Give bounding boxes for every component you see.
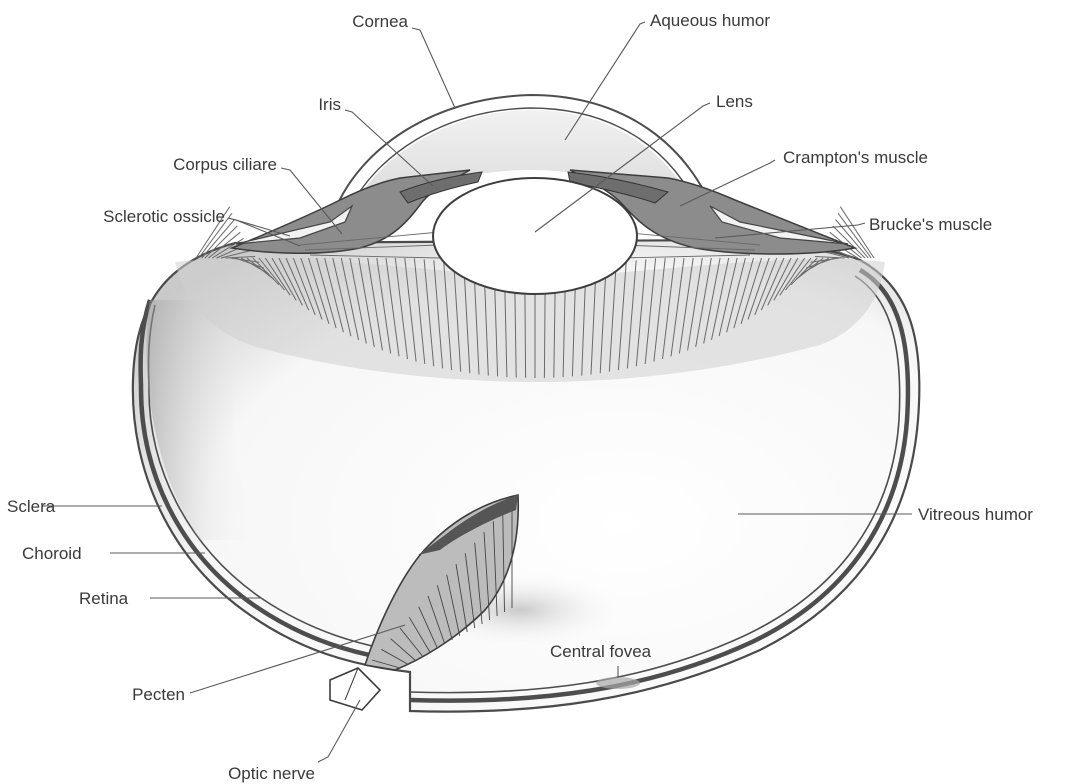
label-choroid: Choroid xyxy=(22,544,82,563)
label-central-fovea: Central fovea xyxy=(550,642,652,661)
label-aqueous-humor: Aqueous humor xyxy=(650,11,770,30)
label-corpus-ciliare: Corpus ciliare xyxy=(173,155,277,174)
label-sclerotic-ossicle: Sclerotic ossicle xyxy=(103,207,225,226)
label-vitreous-humor: Vitreous humor xyxy=(918,505,1033,524)
label-iris: Iris xyxy=(318,95,341,114)
label-retina: Retina xyxy=(79,589,129,608)
lens xyxy=(433,178,637,294)
central-fovea-pit xyxy=(596,677,640,689)
label-cramptons-muscle: Crampton's muscle xyxy=(783,148,928,167)
label-pecten: Pecten xyxy=(132,685,185,704)
label-cornea: Cornea xyxy=(352,12,408,31)
label-lens: Lens xyxy=(716,92,753,111)
label-sclera: Sclera xyxy=(7,497,56,516)
label-optic-nerve: Optic nerve xyxy=(228,764,315,783)
label-bruckes-muscle: Brucke's muscle xyxy=(869,215,992,234)
